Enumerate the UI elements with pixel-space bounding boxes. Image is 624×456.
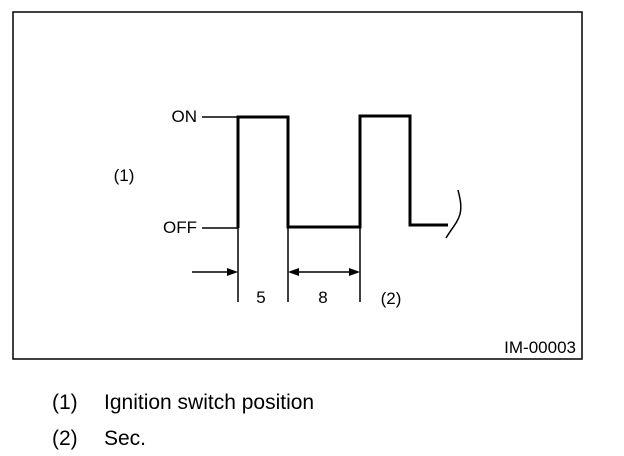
diagram-frame xyxy=(12,11,583,360)
interval-label-2: 8 xyxy=(318,288,327,307)
x-axis-label: (2) xyxy=(381,289,402,308)
interval-label-1: 5 xyxy=(256,288,265,307)
legend-text: Sec. xyxy=(104,427,147,450)
timing-diagram: ON OFF (1) 5 8 (2) IM-00003 xyxy=(12,11,583,360)
y-axis-label: (1) xyxy=(114,166,135,185)
ignition-waveform xyxy=(236,114,448,229)
level-off-label: OFF xyxy=(163,218,197,237)
figure-id: IM-00003 xyxy=(504,338,576,357)
legend-number: (2) xyxy=(52,427,78,450)
break-mark xyxy=(445,189,462,239)
interval-arrows xyxy=(192,268,360,276)
legend-number: (1) xyxy=(52,391,78,414)
legend-item-2: (2) Sec. xyxy=(52,427,146,451)
legend-item-1: (1) Ignition switch position xyxy=(52,391,314,415)
legend-text: Ignition switch position xyxy=(104,391,315,414)
level-on-label: ON xyxy=(172,107,198,126)
